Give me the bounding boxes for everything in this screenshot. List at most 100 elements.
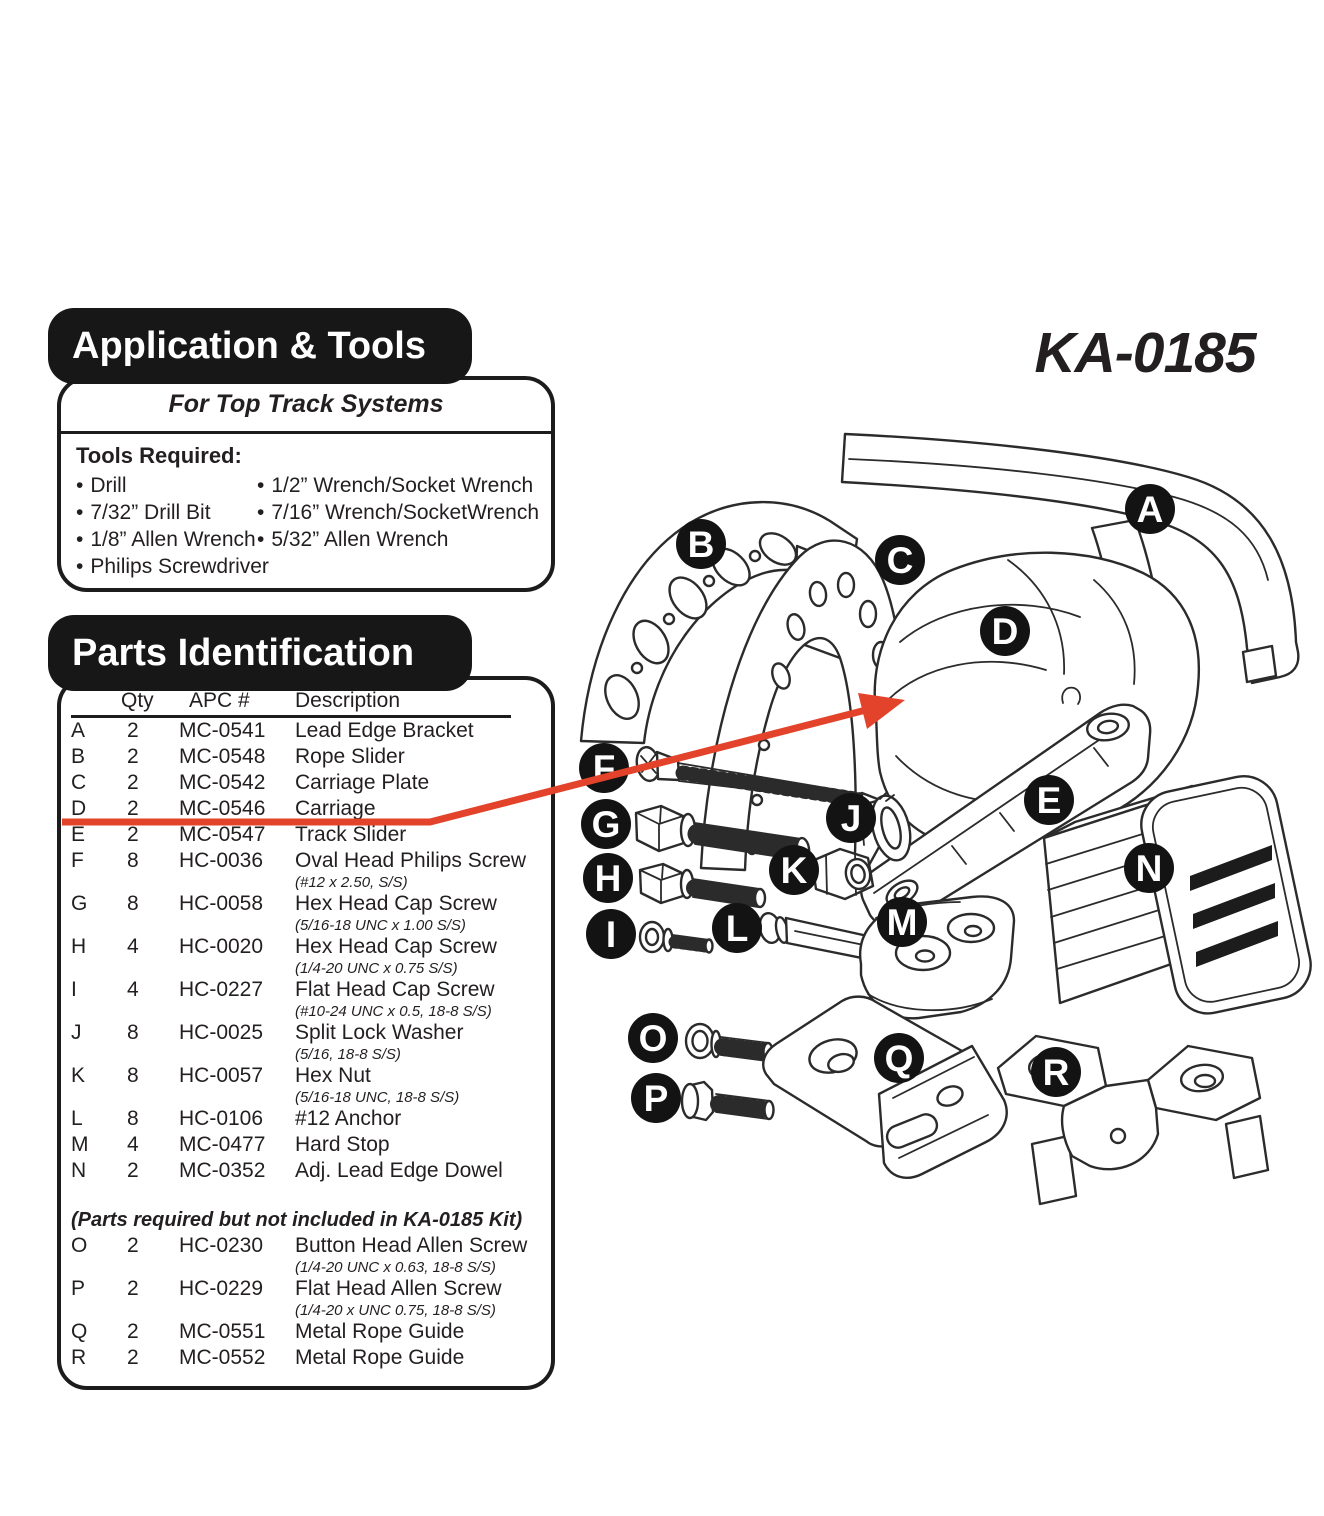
part-j-split-lock-washer [862,791,912,862]
part-desc-cell: Rope Slider [295,744,543,770]
part-label-n: N [1124,843,1174,893]
part-desc-cell: Carriage Plate [295,770,543,796]
part-label-k: K [769,845,819,895]
part-spec: (1/4-20 x UNC 0.75, 18-8 S/S) [295,1301,496,1319]
part-label-a: A [1125,484,1175,534]
application-tools-header: Application & Tools [48,308,472,384]
part-desc-cell: Lead Edge Bracket [295,718,543,744]
part-desc: Split Lock Washer [295,1020,464,1044]
part-k-hex-nut [810,847,875,901]
part-n-lead-edge-dowel [1042,775,1312,1015]
part-qty: 4 [127,934,139,958]
part-desc: Hex Head Cap Screw [295,934,497,958]
part-b-rope-slider [579,500,860,745]
part-qty: 2 [127,770,139,794]
part-desc-cell: #12 Anchor [295,1106,543,1132]
part-letter: A [71,718,86,742]
part-desc: Hex Nut [295,1063,371,1087]
svg-text:P: P [644,1078,669,1119]
tools-list: •Drill •7/32” Drill Bit •1/8” Allen Wren… [76,472,545,580]
part-desc: #12 Anchor [295,1106,402,1130]
part-desc: Metal Rope Guide [295,1345,465,1369]
tool-item: •7/32” Drill Bit [76,499,257,526]
tool-item: •1/2” Wrench/Socket Wrench [257,472,545,499]
part-qty: 2 [127,796,139,820]
part-h-hex-head-cap-screw [638,862,767,909]
part-spec: (5/16-18 UNC x 1.00 S/S) [295,916,466,934]
part-letter: N [71,1158,87,1182]
col-letter [71,689,121,713]
part-e-track-slider [860,686,1152,928]
svg-text:Q: Q [885,1038,914,1079]
part-apc: MC-0547 [179,822,266,846]
part-letter: C [71,770,87,794]
part-letter: G [71,891,88,915]
part-apc: MC-0546 [179,796,266,820]
part-desc: Metal Rope Guide [295,1319,465,1343]
part-label-m: M [877,897,927,947]
part-apc: HC-0230 [179,1233,264,1257]
tool-item: •Philips Screwdriver [76,553,269,580]
svg-text:L: L [726,908,749,949]
part-desc: Lead Edge Bracket [295,718,474,742]
part-letter: K [71,1063,86,1087]
tool-item-label: 5/32” Allen Wrench [271,528,449,551]
part-desc-cell: Hex Head Cap Screw(5/16-18 UNC x 1.00 S/… [295,891,543,934]
part-desc-cell: Split Lock Washer(5/16, 18-8 S/S) [295,1020,543,1063]
svg-text:D: D [992,611,1019,652]
part-desc: Oval Head Philips Screw [295,848,527,872]
part-apc: MC-0541 [179,718,266,742]
part-desc: Track Slider [295,822,407,846]
part-desc-cell: Button Head Allen Screw(1/4-20 UNC x 0.6… [295,1233,543,1276]
part-label-p: P [631,1073,681,1123]
part-l-anchor [758,911,940,972]
part-g-hex-head-cap-screw [634,804,811,862]
part-qty: 2 [127,744,139,768]
tool-item: •1/8” Allen Wrench [76,526,257,553]
tools-list-right: •1/2” Wrench/Socket Wrench •7/16” Wrench… [257,472,545,580]
part-desc-cell: Hex Nut(5/16-18 UNC, 18-8 S/S) [295,1063,543,1106]
part-qty: 4 [127,1132,139,1156]
tools-required-heading: Tools Required: [76,443,242,468]
part-f-oval-head-philips-screw [635,745,882,808]
bullet-icon: • [257,501,265,524]
col-desc: Description [295,689,401,712]
part-letter: E [71,822,86,846]
part-label-g: G [581,799,631,849]
part-desc: Button Head Allen Screw [295,1233,528,1257]
parts-identification-header-label: Parts Identification [72,631,415,674]
part-spec: (#12 x 2.50, S/S) [295,873,408,891]
part-q-metal-rope-guide [762,995,1008,1179]
tool-item-label: 1/8” Allen Wrench [90,528,256,551]
part-label-r: R [1031,1047,1081,1097]
part-qty: 2 [127,1158,139,1182]
part-letter: R [71,1345,87,1369]
part-letter: D [71,796,87,820]
part-i-flat-head-cap-screw [638,920,714,954]
part-spec: (#10-24 UNC x 0.5, 18-8 S/S) [295,1002,492,1020]
part-desc-cell: Metal Rope Guide [295,1319,543,1345]
part-qty: 4 [127,977,139,1001]
application-divider [61,431,551,434]
part-letter: M [71,1132,89,1156]
part-desc: Flat Head Allen Screw [295,1276,502,1300]
part-letter: I [71,977,77,1001]
svg-text:H: H [595,858,622,899]
part-spec: (1/4-20 UNC x 0.63, 18-8 S/S) [295,1258,496,1276]
part-p-flat-head-allen-screw [680,1080,775,1122]
tool-item: •Drill [76,472,257,499]
part-desc-cell: Oval Head Philips Screw(#12 x 2.50, S/S) [295,848,543,891]
